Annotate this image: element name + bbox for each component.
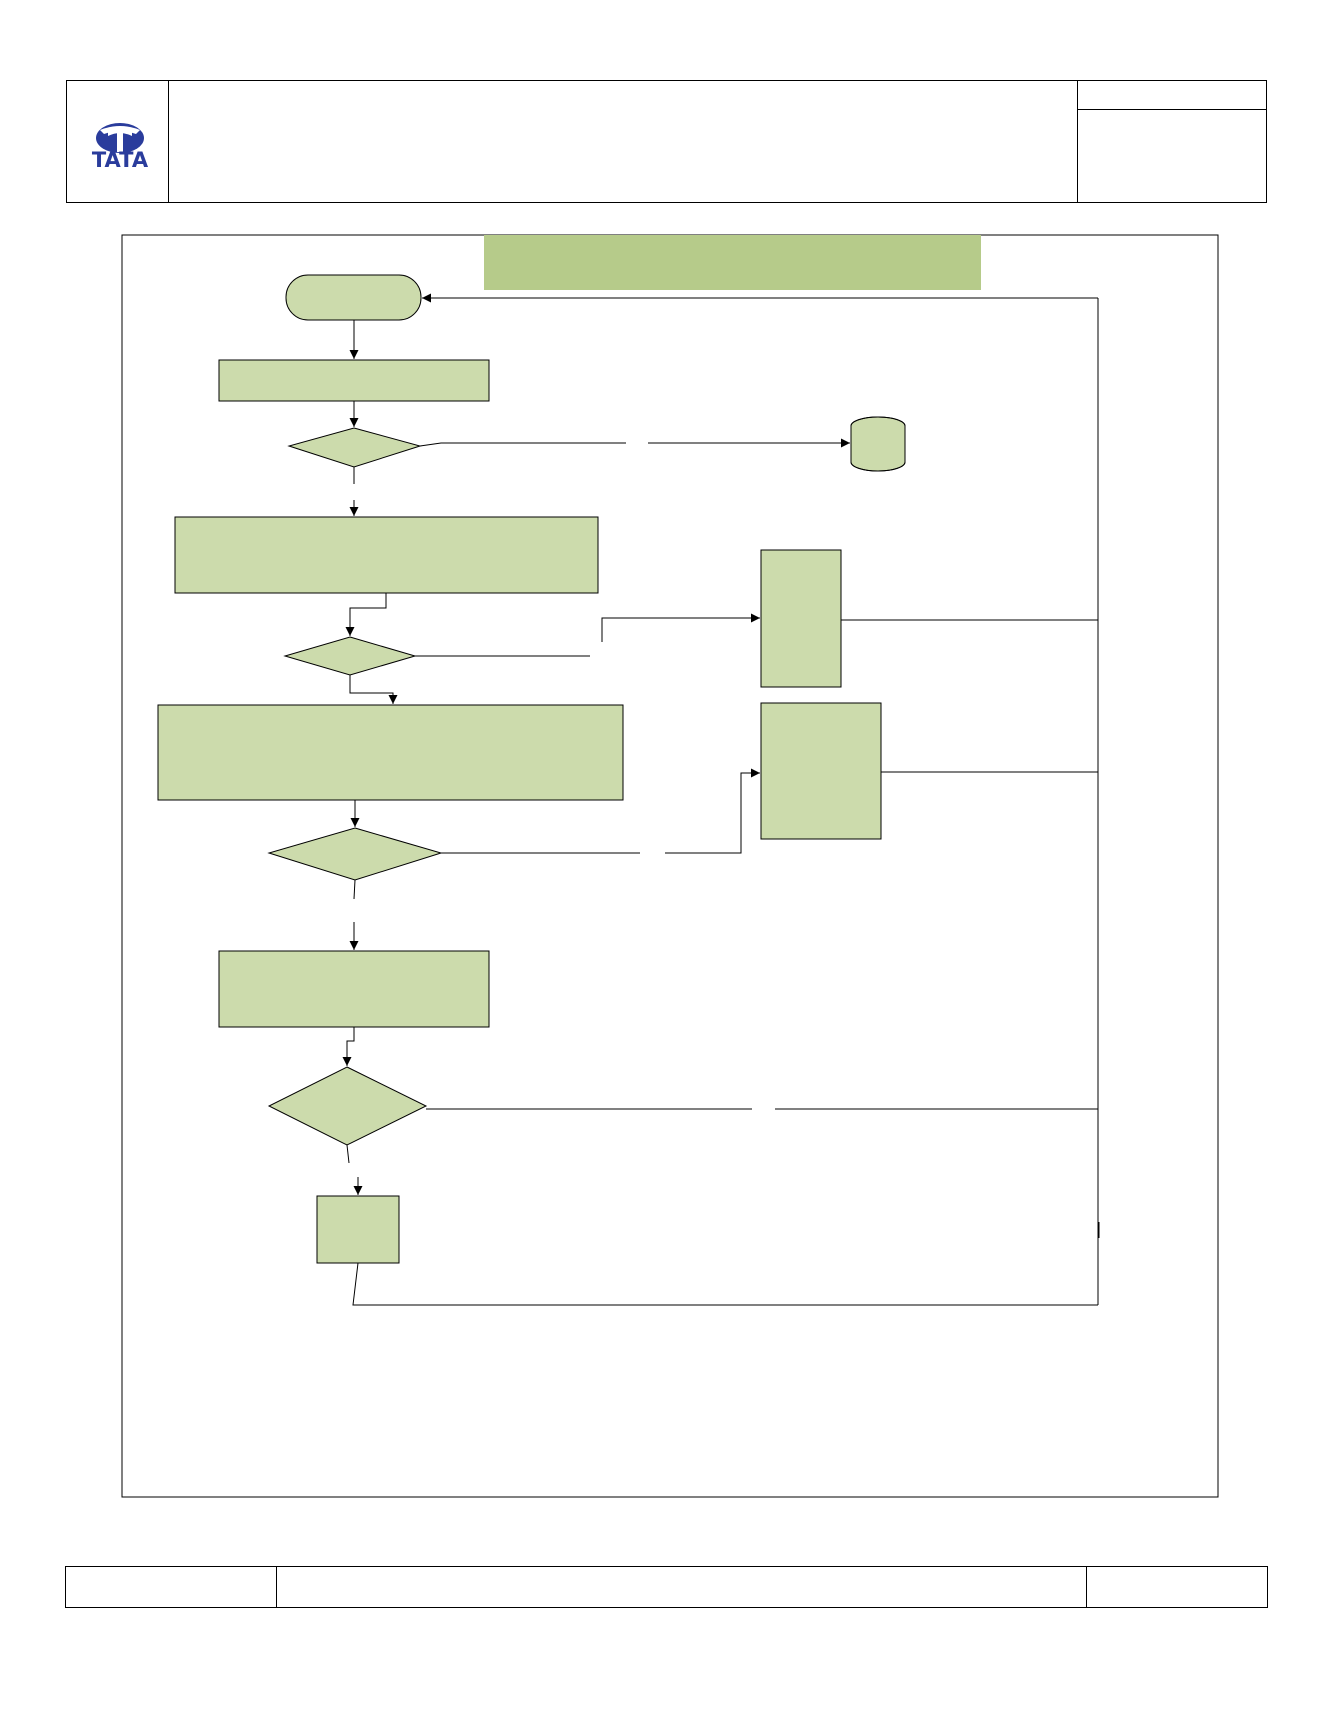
- footer-middle-cell: [276, 1566, 1087, 1608]
- decision-4: [267, 1066, 428, 1146]
- side-process-2: [760, 702, 882, 840]
- header-right-bottom-cell: [1077, 109, 1267, 203]
- process-step-5: [316, 1195, 400, 1264]
- decision-1: [287, 427, 422, 468]
- tata-logo-icon: [96, 123, 144, 153]
- process-step-2: [174, 516, 599, 594]
- connector-lines: [342, 293, 1100, 1306]
- side-process-1: [760, 549, 842, 688]
- process-step-3: [157, 704, 624, 801]
- diagram-frame: [121, 234, 1219, 1498]
- process-step-4: [218, 950, 490, 1028]
- decision-3: [267, 827, 443, 881]
- start-terminator: [285, 274, 422, 321]
- decision-2: [283, 636, 417, 676]
- footer-left-cell: [65, 1566, 277, 1608]
- end-connector: [850, 416, 906, 472]
- process-step-1: [218, 359, 490, 402]
- title-banner: [484, 235, 981, 290]
- logo-wordmark: TATA: [91, 148, 149, 172]
- footer-right-cell: [1086, 1566, 1268, 1608]
